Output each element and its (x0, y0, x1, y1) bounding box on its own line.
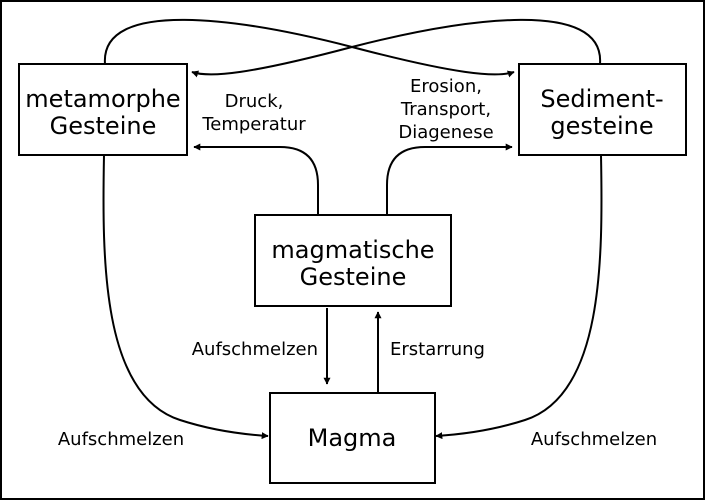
node-box (518, 63, 687, 156)
node-label-line2: Gesteine (50, 112, 157, 140)
edge-label-pressure-temperature: Druck, Temperatur (201, 91, 306, 135)
node-box (269, 392, 436, 484)
edge-label-line1: Druck, (225, 91, 284, 112)
node-label-line2: Gesteine (300, 263, 407, 291)
edge-label-melting-right: Aufschmelzen (531, 429, 657, 450)
node-label: Magma (308, 424, 397, 452)
node-label-line1: metamorphe (25, 85, 180, 113)
node-magma: Magma (269, 392, 436, 484)
node-label-line1: Sediment- (540, 85, 663, 113)
edge-label-line2: Temperatur (201, 114, 306, 135)
arrow-igneous-to-metamorphic (193, 143, 319, 214)
edge-label-erosion-transport-diagenesis: Erosion, Transport, Diagenese (398, 76, 493, 143)
arrow-sedimentary-to-magma (435, 154, 603, 440)
arrow-metamorphic-to-sedimentary (103, 18, 515, 78)
arrow-sedimentary-to-metamorphic (191, 18, 602, 78)
node-metamorphic-rocks: metamorphe Gesteine (18, 63, 188, 156)
node-label-line2: gesteine (550, 112, 653, 140)
edge-label-melting-center: Aufschmelzen (192, 339, 318, 360)
arrow-metamorphic-to-magma (102, 154, 269, 440)
edge-label-line3: Diagenese (398, 122, 493, 143)
node-box (18, 63, 188, 156)
edge-label-line2: Transport, (400, 99, 491, 120)
node-box (254, 214, 452, 307)
edge-label-melting-left: Aufschmelzen (58, 429, 184, 450)
node-label-line1: magmatische (271, 236, 434, 264)
node-sedimentary-rocks: Sediment- gesteine (518, 63, 687, 156)
edge-label-line1: Erosion, (410, 76, 482, 97)
node-igneous-rocks: magmatische Gesteine (254, 214, 452, 307)
edge-label-solidification: Erstarrung (390, 339, 485, 360)
arrow-igneous-to-sedimentary (386, 143, 513, 214)
